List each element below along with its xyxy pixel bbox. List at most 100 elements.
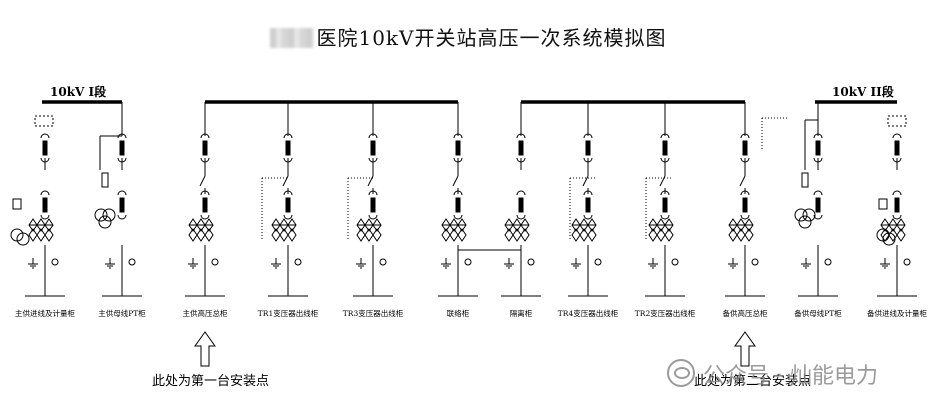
feeder-7-ct2-2 [520,228,530,242]
pt-0-c2 [102,208,116,222]
feeder-7-breaker2-lower-contact [516,214,526,220]
feeder-10-breaker1-body [742,140,748,156]
feeder-1-breaker1-upper-contact [40,133,50,139]
feeder-5-breaker2-body [370,197,376,213]
redacted-hospital-name [270,28,315,48]
feeder-12-breaker2-upper-contact [892,190,902,196]
feeder-10-breaker1-upper-contact [740,133,750,139]
wechat-icon [667,359,695,387]
feeder-9-breaker2-lower-contact [660,214,670,220]
meter-1-fuse [878,198,888,210]
feeder-8-breaker2-body [585,197,591,213]
feeder-6-breaker2-upper-contact [453,190,463,196]
feeder-1-breaker2-upper-contact [40,190,50,196]
cabinet-label-8: TR4变压器出线柜 [557,309,619,318]
feeder-1-ct2-2 [44,228,54,242]
feeder-4-indicator [294,258,302,266]
incoming-2-dashed-box [887,115,907,127]
feeder-1-breaker1-body [42,140,48,156]
feeder-2-indicator [128,258,136,266]
feeder-8-breaker2-lower-contact [583,214,593,220]
install-arrow-2 [734,331,756,367]
feeder-10-indicator [751,258,759,266]
pt-1-c1 [794,208,808,222]
feeder-6-breaker2-body [455,197,461,213]
feeder-8-breaker1-upper-contact [583,133,593,139]
pt-1-c3 [798,215,812,229]
incoming-1-dashed-box [34,115,54,127]
feeder-2-breaker1-body [119,140,125,156]
feeder-10-ct2-2 [744,228,754,242]
feeder-3-ct2-2 [204,228,214,242]
feeder-4-breaker2-lower-contact [283,214,293,220]
cabinet-label-5: TR3变压器出线柜 [342,309,404,318]
feeder-2-breaker1-upper-contact [117,133,127,139]
feeder-7-breaker2-body [518,197,524,213]
feeder-1-breaker2-body [42,197,48,213]
install-point-1-note: 此处为第一台安装点 [152,374,270,389]
feeder-7-breaker1-body [518,140,524,156]
feeder-9-indicator [671,258,679,266]
feeder-5-breaker1-upper-contact [368,133,378,139]
install-point-2-note: 此处为第二台安装点 [694,374,812,389]
feeder-4-breaker2-upper-contact [283,190,293,196]
feeder-12-breaker1-body [894,140,900,156]
cabinet-label-11: 备供母线PT柜 [794,309,842,318]
bus-2-label: 10kV II段 [832,85,894,99]
feeder-3-breaker1-upper-contact [200,133,210,139]
feeder-12-breaker1-upper-contact [892,133,902,139]
cabinet-label-6: 联络柜 [446,309,470,318]
feeder-5-breaker2-lower-contact [368,214,378,220]
feeder-6-indicator [464,258,472,266]
title-text: 医院10kV开关站高压一次系统模拟图 [316,26,667,50]
feeder-3-breaker1-body [202,140,208,156]
feeder-6-breaker1-body [455,140,461,156]
feeder-4-breaker1-upper-contact [283,133,293,139]
feeder-5-breaker1-body [370,140,376,156]
feeder-11-breaker1-body [815,140,821,156]
feeder-11-breaker2-body [815,197,821,213]
feeder-12-ct2-2 [896,228,906,242]
feeder-12-indicator [903,258,911,266]
feeder-7-breaker2-upper-contact [516,190,526,196]
bus-1-label: 10kV I段 [50,85,107,99]
feeder-7-breaker1-upper-contact [516,133,526,139]
feeder-11-indicator [824,258,832,266]
feeder-5-breaker2-upper-contact [368,190,378,196]
feeder-3-breaker2-upper-contact [200,190,210,196]
feeder-8-breaker1-body [585,140,591,156]
feeder-11-breaker2-lower-contact [813,214,823,220]
feeder-2-breaker2-lower-contact [117,214,127,220]
feeder-4-breaker1-body [285,140,291,156]
feeder-8-switch-blade [582,175,589,187]
feeder-8-indicator [594,258,602,266]
cabinet-label-7: 隔离柜 [509,309,533,318]
feeder-9-breaker1-body [662,140,668,156]
feeder-3-breaker2-lower-contact [200,214,210,220]
feeder-9-ct2-2 [664,228,674,242]
feeder-4-ct2-2 [287,228,297,242]
feeder-9-breaker2-upper-contact [660,190,670,196]
feeder-3-switch-blade [199,175,206,187]
feeder-6-switch-blade [452,175,459,187]
feeder-6-breaker2-lower-contact [453,214,463,220]
feeder-12-breaker2-lower-contact [892,214,902,220]
cabinet-label-4: TR1变压器出线柜 [257,309,319,318]
cabinet-label-9: TR2变压器出线柜 [634,309,696,318]
feeder-1-indicator [51,258,59,266]
feeder-10-breaker2-upper-contact [740,190,750,196]
feeder-8-ct2-2 [587,228,597,242]
feeder-2-breaker2-body [119,197,125,213]
feeder-3-indicator [211,258,219,266]
cabinet-label-1: 主供进线及计量柜 [15,309,75,318]
feeder-10-breaker2-lower-contact [740,214,750,220]
feeder-7-indicator [527,258,535,266]
feeder-2-breaker2-upper-contact [117,190,127,196]
cabinet-label-2: 主供母线PT柜 [98,309,146,318]
cabinet-label-3: 主供高压总柜 [182,309,228,318]
feeder-12-breaker2-body [894,197,900,213]
feeder-11-breaker1-upper-contact [813,133,823,139]
meter-1-c2 [882,232,896,246]
